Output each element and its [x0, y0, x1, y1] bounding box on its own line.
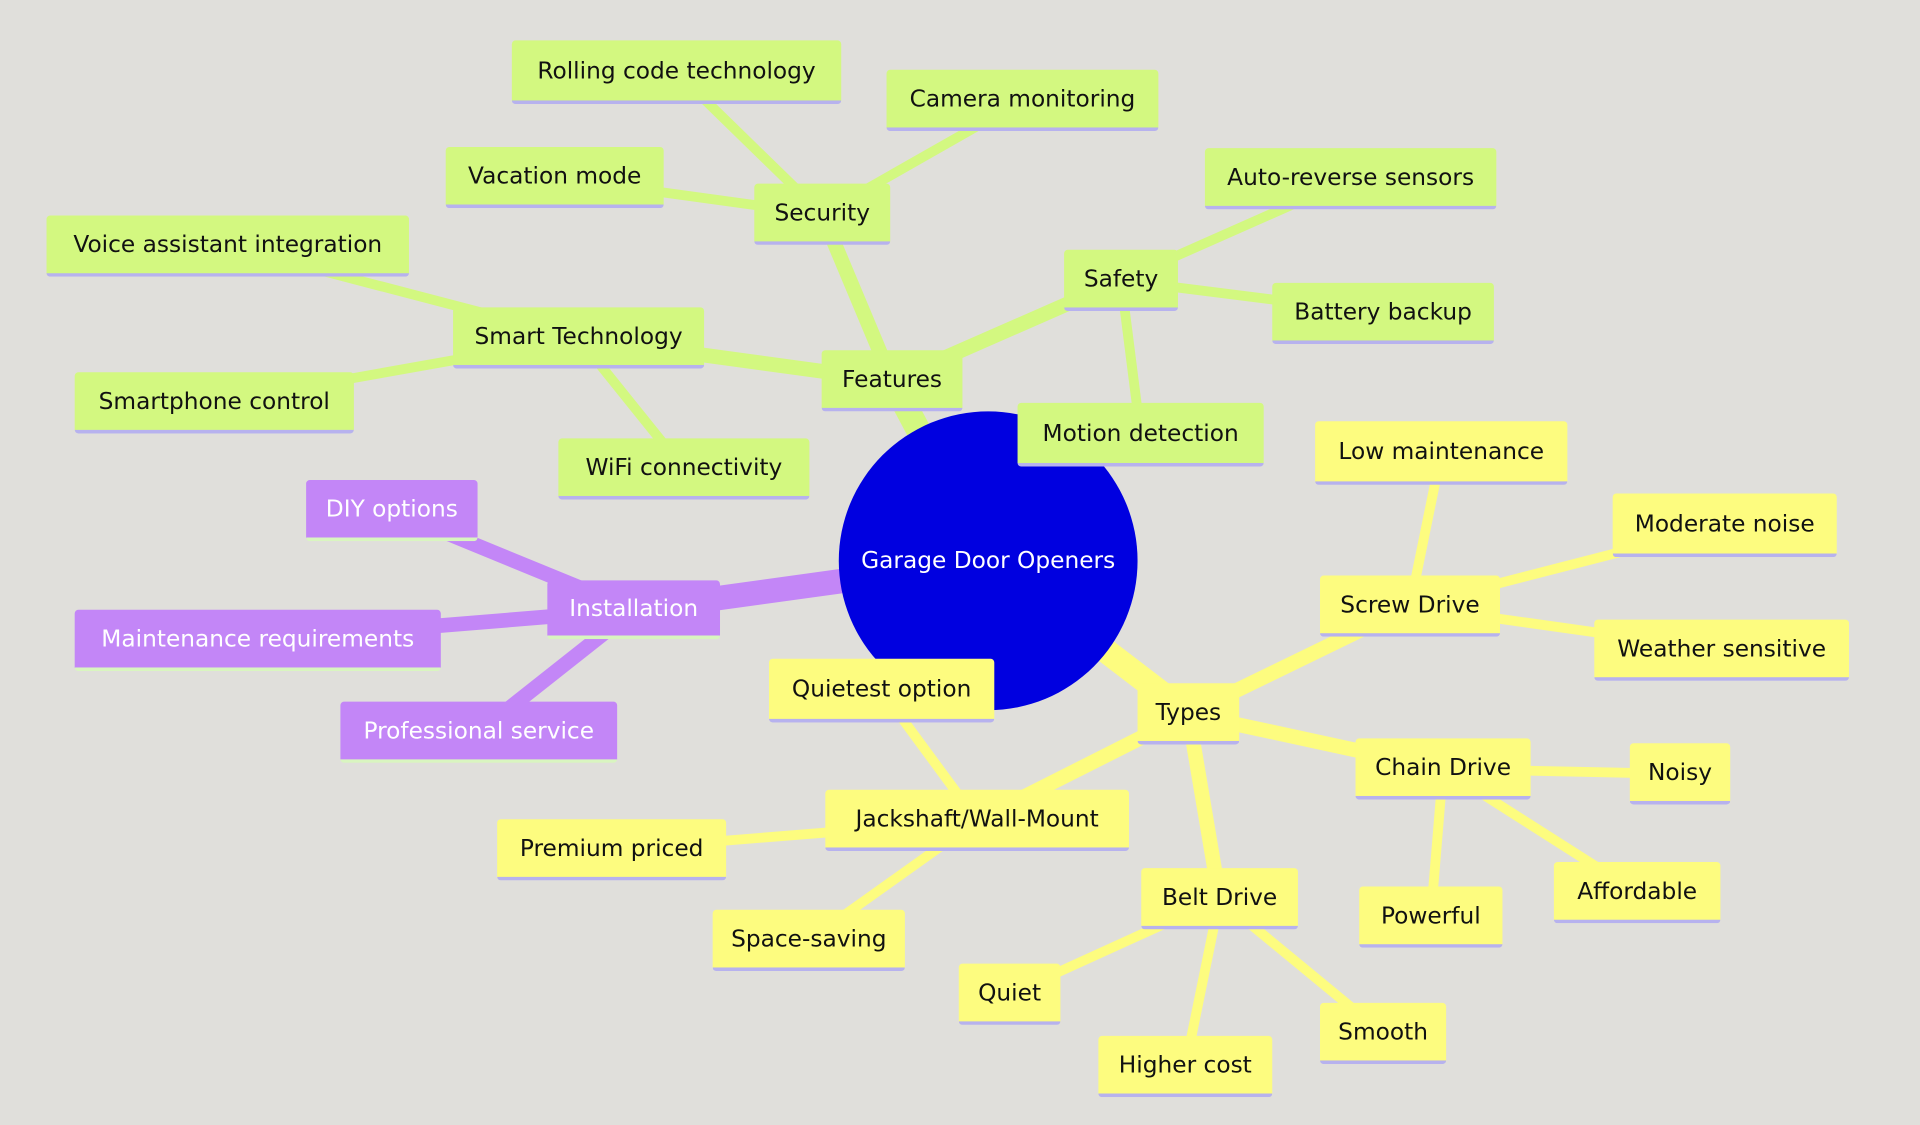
- node-smart[interactable]: Smart Technology: [453, 307, 705, 369]
- node-label: Motion detection: [1042, 419, 1239, 447]
- node-battery[interactable]: Battery backup: [1272, 282, 1494, 345]
- node-space[interactable]: Space-saving: [712, 909, 905, 972]
- node-label: Smartphone control: [98, 387, 330, 415]
- node-higher[interactable]: Higher cost: [1098, 1035, 1273, 1098]
- node-smooth[interactable]: Smooth: [1320, 1002, 1447, 1065]
- node-chain[interactable]: Chain Drive: [1355, 738, 1531, 800]
- node-quietest[interactable]: Quietest option: [768, 658, 995, 723]
- node-label: Jackshaft/Wall-Mount: [855, 805, 1099, 833]
- node-label: Voice assistant integration: [73, 230, 383, 258]
- node-quiet[interactable]: Quiet: [958, 963, 1061, 1025]
- node-motion[interactable]: Motion detection: [1017, 402, 1264, 467]
- node-label: Installation: [569, 594, 699, 622]
- node-label: Powerful: [1380, 901, 1481, 929]
- node-label: Vacation mode: [468, 162, 642, 190]
- node-label: Smart Technology: [474, 322, 683, 350]
- node-label: Professional service: [363, 716, 595, 744]
- node-label: Security: [774, 198, 871, 226]
- node-label: Affordable: [1577, 877, 1698, 905]
- node-jack[interactable]: Jackshaft/Wall-Mount: [825, 789, 1129, 852]
- node-belt[interactable]: Belt Drive: [1141, 868, 1298, 930]
- node-diy[interactable]: DIY options: [306, 480, 478, 542]
- node-label: Moderate noise: [1634, 510, 1815, 537]
- node-affordable[interactable]: Affordable: [1553, 862, 1721, 924]
- node-features[interactable]: Features: [821, 350, 963, 412]
- node-label: Features: [842, 365, 943, 393]
- node-label: Types: [1155, 698, 1222, 726]
- node-voice[interactable]: Voice assistant integration: [46, 215, 409, 277]
- node-label: Chain Drive: [1375, 753, 1512, 781]
- node-types[interactable]: Types: [1137, 683, 1240, 745]
- node-label: DIY options: [325, 495, 458, 523]
- node-label: Quiet: [978, 978, 1042, 1006]
- node-security[interactable]: Security: [754, 183, 891, 245]
- node-label: Camera monitoring: [909, 85, 1136, 113]
- node-maint[interactable]: Maintenance requirements: [74, 609, 441, 672]
- node-label: Safety: [1083, 265, 1159, 293]
- node-screw[interactable]: Screw Drive: [1320, 575, 1501, 637]
- node-label: Noisy: [1648, 758, 1713, 786]
- node-phone[interactable]: Smartphone control: [74, 372, 354, 434]
- node-powerful[interactable]: Powerful: [1359, 886, 1503, 948]
- node-label: Higher cost: [1118, 1051, 1252, 1079]
- node-pro[interactable]: Professional service: [340, 701, 618, 763]
- node-premium[interactable]: Premium priced: [497, 819, 727, 881]
- node-label: Weather sensitive: [1617, 634, 1827, 662]
- node-label: Smooth: [1338, 1018, 1428, 1046]
- node-label: Premium priced: [519, 834, 704, 862]
- node-autorev[interactable]: Auto-reverse sensors: [1204, 148, 1497, 210]
- node-label: Auto-reverse sensors: [1227, 163, 1475, 191]
- node-safety[interactable]: Safety: [1064, 249, 1178, 312]
- node-noisy[interactable]: Noisy: [1629, 743, 1731, 805]
- node-label: WiFi connectivity: [585, 453, 783, 481]
- node-label: Quietest option: [791, 675, 972, 703]
- root-label: Garage Door Openers: [861, 547, 1116, 575]
- edge-types-belt: [1181, 712, 1227, 901]
- node-label: Space-saving: [731, 925, 887, 953]
- node-wifi[interactable]: WiFi connectivity: [558, 438, 810, 500]
- node-label: Belt Drive: [1161, 883, 1278, 911]
- node-label: Maintenance requirements: [101, 625, 415, 653]
- node-rolling[interactable]: Rolling code technology: [511, 40, 842, 105]
- node-label: Battery backup: [1294, 298, 1472, 326]
- node-vacation[interactable]: Vacation mode: [445, 146, 664, 209]
- node-label: Rolling code technology: [537, 56, 816, 84]
- node-camera[interactable]: Camera monitoring: [886, 69, 1159, 132]
- node-label: Low maintenance: [1338, 437, 1545, 465]
- node-weather[interactable]: Weather sensitive: [1594, 619, 1849, 681]
- node-label: Screw Drive: [1340, 590, 1480, 618]
- node-lowmaint[interactable]: Low maintenance: [1315, 421, 1568, 485]
- node-installation[interactable]: Installation: [547, 580, 721, 640]
- node-modnoise[interactable]: Moderate noise: [1612, 493, 1837, 558]
